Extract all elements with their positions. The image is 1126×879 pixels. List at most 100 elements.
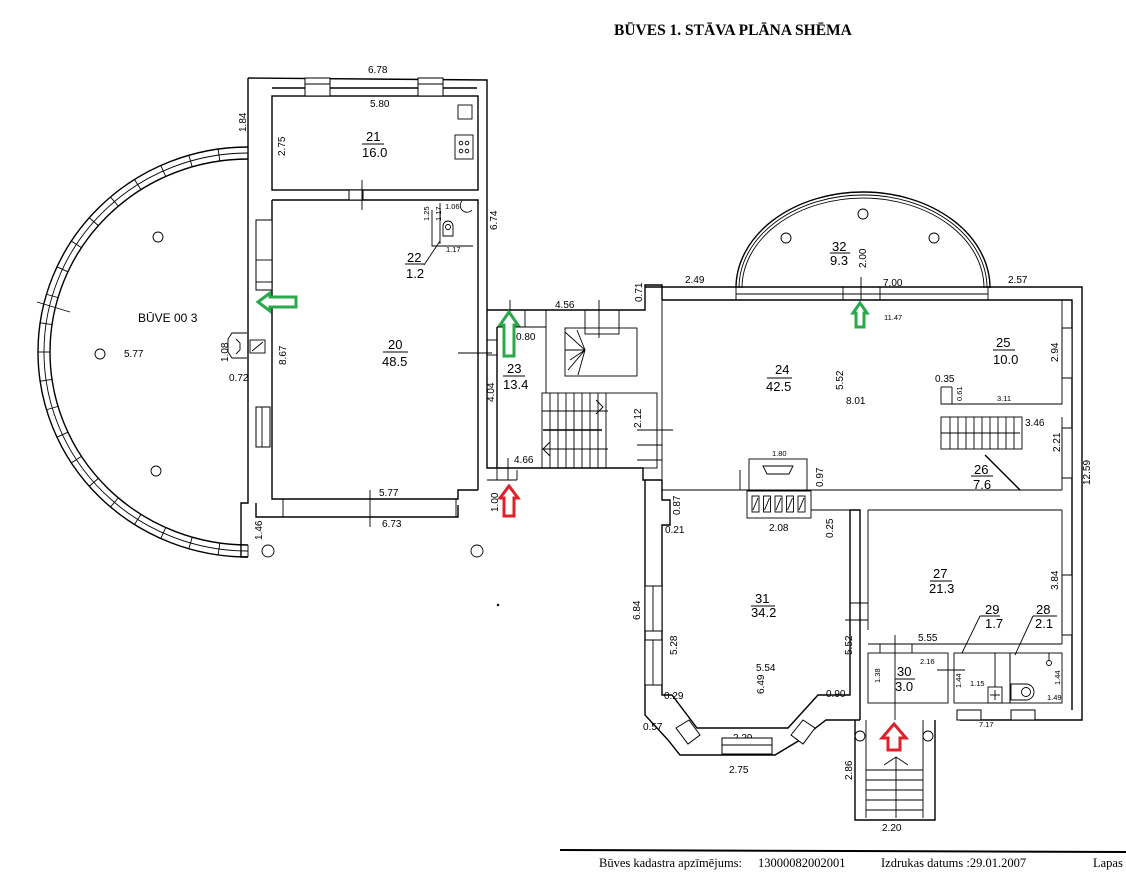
dimension-label: 0.71	[634, 282, 645, 302]
room-area: 1.2	[406, 266, 424, 281]
arrow-up-icon	[497, 309, 521, 358]
drawing-line	[217, 542, 221, 555]
drawing-line	[40, 379, 53, 382]
dimension-label: 2.12	[633, 408, 644, 428]
dimension-label: 5.80	[370, 99, 390, 110]
arrow-left-icon	[255, 290, 298, 314]
drawing-line	[775, 497, 782, 511]
dimension-label: 6.74	[489, 210, 500, 230]
dimension-label: 0.57	[643, 722, 663, 733]
drawing-line	[40, 322, 53, 325]
dimension-label: 7.00	[883, 278, 903, 289]
plan-title: BŪVES 1. STĀVA PLĀNA SHĒMA	[614, 22, 853, 39]
room-area: 21.3	[929, 581, 954, 596]
dimension-label: 6.49	[756, 674, 767, 694]
dimension-label: 5.28	[669, 635, 680, 655]
room-area: 10.0	[993, 352, 1018, 367]
room-area: 13.4	[503, 377, 528, 392]
dimension-label: 0.80	[516, 332, 536, 343]
exit-arrow-north-23	[497, 309, 521, 358]
dimension-label: 0.21	[665, 525, 685, 536]
dimension-label: 1.17	[434, 206, 443, 221]
dimension-label: 1.84	[238, 112, 249, 132]
drawing-line	[71, 240, 82, 249]
exit-arrow-west	[255, 290, 298, 314]
drawing-line	[752, 497, 759, 511]
dimension-label: 2.49	[685, 275, 705, 286]
drawing-line	[787, 497, 793, 511]
room-number: 26	[974, 462, 988, 477]
dimension-label: 3.84	[1050, 570, 1061, 590]
cadastre-value: 13000082002001	[758, 856, 846, 870]
room-number: 28	[1036, 602, 1050, 617]
dimension-label: 6.78	[368, 65, 388, 76]
dimension-label: 6.73	[382, 519, 402, 530]
drawing-line	[798, 497, 805, 511]
dimension-label: 1.44	[954, 673, 963, 688]
drawing-line	[46, 405, 59, 411]
drawing-line	[188, 155, 193, 167]
dimension-label: 3.46	[1025, 418, 1045, 429]
stove-slot	[751, 495, 760, 513]
dimension-label: 1.49	[1047, 693, 1062, 702]
dimension-label: 5.55	[918, 633, 938, 644]
drawing-line	[134, 179, 142, 190]
dimension-label: 2.21	[1052, 432, 1063, 452]
dimension-label: 0.35	[935, 374, 955, 385]
arrow-up-icon	[878, 721, 910, 752]
stove-slot	[763, 495, 771, 513]
stove-slot	[774, 495, 783, 513]
dimension-label: 2.20	[882, 823, 902, 834]
dimension-label: 1.46	[254, 520, 265, 540]
dimension-label: 3.11	[997, 394, 1011, 403]
dimension-label: 1.06	[445, 202, 460, 211]
dimension-label: 1.17	[446, 245, 461, 254]
adjacent-building-label: BŪVE 00 3	[138, 311, 198, 325]
arrow-up-icon	[497, 483, 521, 518]
room-area: 34.2	[751, 605, 776, 620]
dimension-label: 2.00	[858, 248, 869, 268]
room-area: 1.7	[985, 616, 1003, 631]
dimension-label: 2.08	[769, 523, 789, 534]
dimension-label: 0.97	[815, 467, 826, 487]
column-icon	[150, 465, 162, 477]
dimension-label: 1.38	[873, 668, 882, 683]
room-number: 27	[933, 566, 947, 581]
dimension-label: 8.67	[278, 345, 289, 365]
dimension-label: 5.54	[756, 663, 776, 674]
entrance-arrow-30	[878, 721, 910, 752]
drawing-line	[134, 514, 142, 525]
drawing-line	[88, 217, 99, 226]
room-number: 30	[897, 664, 911, 679]
room-23: 4.56 0.71 0.80 4.04 4.66 2.12 1.00 23 13…	[486, 282, 673, 512]
room-number: 29	[985, 602, 999, 617]
drawing-line	[764, 497, 770, 511]
entrance-arrow-23	[497, 483, 521, 518]
arrow-up-icon	[850, 300, 870, 329]
room-number: 25	[996, 335, 1010, 350]
print-date: Izdrukas datums :29.01.2007	[881, 856, 1026, 870]
dimension-label: 5.52	[835, 370, 846, 390]
dimension-label: 2.86	[844, 760, 855, 780]
dimension-label: 4.66	[514, 455, 534, 466]
adjacent-building-rotunda: BŪVE 00 3 5.77 1.08 0.72	[36, 146, 266, 558]
drawing-line	[71, 455, 82, 464]
dimension-label: 11.47	[884, 313, 902, 322]
room-number: 21	[366, 129, 380, 144]
drawing-line	[188, 537, 193, 549]
dimension-label: 1.00	[490, 492, 501, 512]
room-number: 31	[755, 591, 769, 606]
dimension-label: 2.57	[1008, 275, 1028, 286]
exit-arrow-north-24	[850, 300, 870, 329]
room-number: 24	[775, 362, 789, 377]
drawing-line	[110, 497, 119, 508]
dimension-label: 5.52	[844, 635, 855, 655]
stove-slot	[797, 495, 806, 513]
west-wing: 6.78 5.80 1.84 2.75 21 16.0 20 48.5 8.67…	[238, 65, 500, 607]
room-area: 48.5	[382, 354, 407, 369]
dimension-label: 0.25	[825, 518, 836, 538]
room-number: 32	[832, 239, 846, 254]
dimension-label: 1.44	[1053, 670, 1062, 685]
dimension-label: 6.84	[632, 600, 643, 620]
